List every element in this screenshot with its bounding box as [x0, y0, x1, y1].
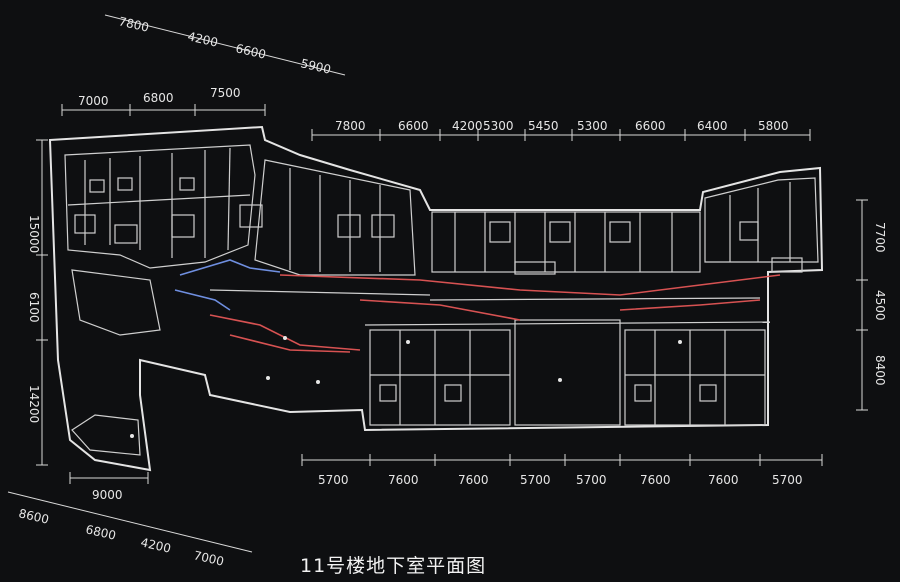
dim-left-vertical-1: 15000 — [27, 215, 41, 253]
dim-upper-left-2: 6800 — [143, 91, 174, 105]
dim-top-main-6: 5300 — [577, 119, 608, 133]
column-markers — [130, 336, 682, 438]
dim-top-diagonal-2: 4200 — [186, 29, 219, 50]
room-partitions — [67, 147, 803, 425]
dim-top-main-9: 5800 — [758, 119, 789, 133]
corridor-lines — [174, 259, 781, 353]
dim-bottom-diagonal-1: 8600 — [17, 506, 50, 527]
dim-upper-left-1: 7000 — [78, 94, 109, 108]
dim-bottom-main-2: 7600 — [388, 473, 419, 487]
dim-top-main-4: 5300 — [483, 119, 514, 133]
dim-right-vertical-3: 8400 — [873, 355, 887, 386]
dim-right-vertical-2: 4500 — [873, 290, 887, 321]
dimension-labels: 7800 4200 6600 5900 7000 6800 7500 7800 … — [17, 14, 887, 569]
dim-top-diagonal-4: 5900 — [299, 56, 332, 77]
dim-bottom-main-5: 5700 — [576, 473, 607, 487]
dimension-lines — [7, 14, 868, 553]
plan-caption: 11号楼地下室平面图 — [300, 555, 487, 577]
dim-bottom-left-1: 9000 — [92, 488, 123, 502]
dim-top-main-8: 6400 — [697, 119, 728, 133]
dim-top-main-7: 6600 — [635, 119, 666, 133]
dim-upper-left-3: 7500 — [210, 86, 241, 100]
dim-right-vertical-1: 7700 — [873, 222, 887, 253]
dim-left-vertical-3: 14200 — [27, 385, 41, 423]
dim-bottom-diagonal-4: 7000 — [192, 548, 225, 569]
dim-top-diagonal-1: 7800 — [117, 14, 150, 35]
dim-top-diagonal-3: 6600 — [234, 41, 267, 62]
dim-left-vertical-2: 6100 — [27, 292, 41, 323]
building-outline — [48, 125, 824, 472]
dim-bottom-main-8: 5700 — [772, 473, 803, 487]
dim-bottom-main-6: 7600 — [640, 473, 671, 487]
dim-top-main-2: 6600 — [398, 119, 429, 133]
dim-top-main-5: 5450 — [528, 119, 559, 133]
dim-bottom-diagonal-3: 4200 — [139, 535, 172, 556]
dim-bottom-main-7: 7600 — [708, 473, 739, 487]
dim-top-main-3: 4200 — [452, 119, 483, 133]
dim-bottom-diagonal-2: 6800 — [84, 522, 117, 543]
dim-top-main-1: 7800 — [335, 119, 366, 133]
dim-bottom-main-1: 5700 — [318, 473, 349, 487]
dim-bottom-main-3: 7600 — [458, 473, 489, 487]
dim-bottom-main-4: 5700 — [520, 473, 551, 487]
